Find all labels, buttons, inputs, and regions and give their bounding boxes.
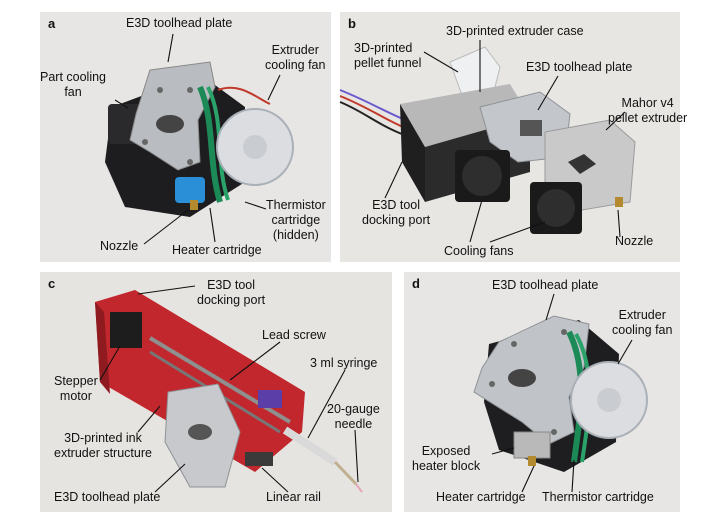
label-d-thermistor: Thermistor cartridge [542,490,654,504]
photo-toolhead-d [404,272,680,512]
panel-d-letter: d [412,276,420,291]
panel-a-letter: a [48,16,56,31]
label-c-structure: 3D-printed ink extruder structure [54,431,152,460]
label-a-nozzle: Nozzle [100,239,139,253]
label-c-syringe: 3 ml syringe [310,356,378,370]
panel-c: c E3D tool docking port Lead screw 3 ml … [40,272,392,512]
label-a-extruder-fan: Extruder cooling fan [265,43,326,72]
label-c-needle: 20-gauge needle [327,402,380,431]
leader-lines-a [114,33,281,245]
label-d-heater-block: Exposed heater block [412,444,481,473]
panel-a: a E3D toolhead plate Extruder cooling fa… [40,12,331,262]
label-c-toolhead-plate: E3D toolhead plate [54,490,161,504]
label-b-mahor: Mahor v4 pellet extruder [608,96,688,125]
photo-toolhead-a [40,12,331,262]
leader-lines-d [491,293,633,493]
label-c-stepper: Stepper motor [54,374,98,403]
panel-b-letter: b [348,16,356,31]
label-b-docking: E3D tool docking port [362,198,431,227]
panel-c-letter: c [48,276,56,291]
label-d-heater: Heater cartridge [436,490,526,504]
label-a-heater: Heater cartridge [172,243,262,257]
label-c-lead-screw: Lead screw [262,328,326,342]
label-a-part-fan: Part cooling fan [40,70,107,99]
label-c-docking: E3D tool docking port [197,278,266,307]
photo-toolhead-b [339,12,680,262]
label-b-nozzle: Nozzle [615,234,654,248]
photo-ink-extruder [40,272,392,512]
label-b-case: 3D-printed extruder case [446,24,584,38]
label-d-toolhead-plate: E3D toolhead plate [492,278,599,292]
label-c-rail: Linear rail [266,490,321,504]
panel-d: d E3D toolhead plate Extruder cooling fa… [404,272,680,512]
label-b-funnel: 3D-printed pellet funnel [354,41,422,70]
label-b-fans: Cooling fans [444,244,514,258]
label-d-extruder-fan: Extruder cooling fan [612,308,673,337]
panel-b: b 3D-printed extruder case 3D-printed pe… [339,12,687,262]
leader-lines-b [384,40,626,243]
leader-lines-c [99,285,359,493]
label-a-thermistor: Thermistor cartridge (hidden) [266,198,326,242]
label-b-toolhead-plate: E3D toolhead plate [526,60,633,74]
label-a-toolhead-plate: E3D toolhead plate [126,16,233,30]
